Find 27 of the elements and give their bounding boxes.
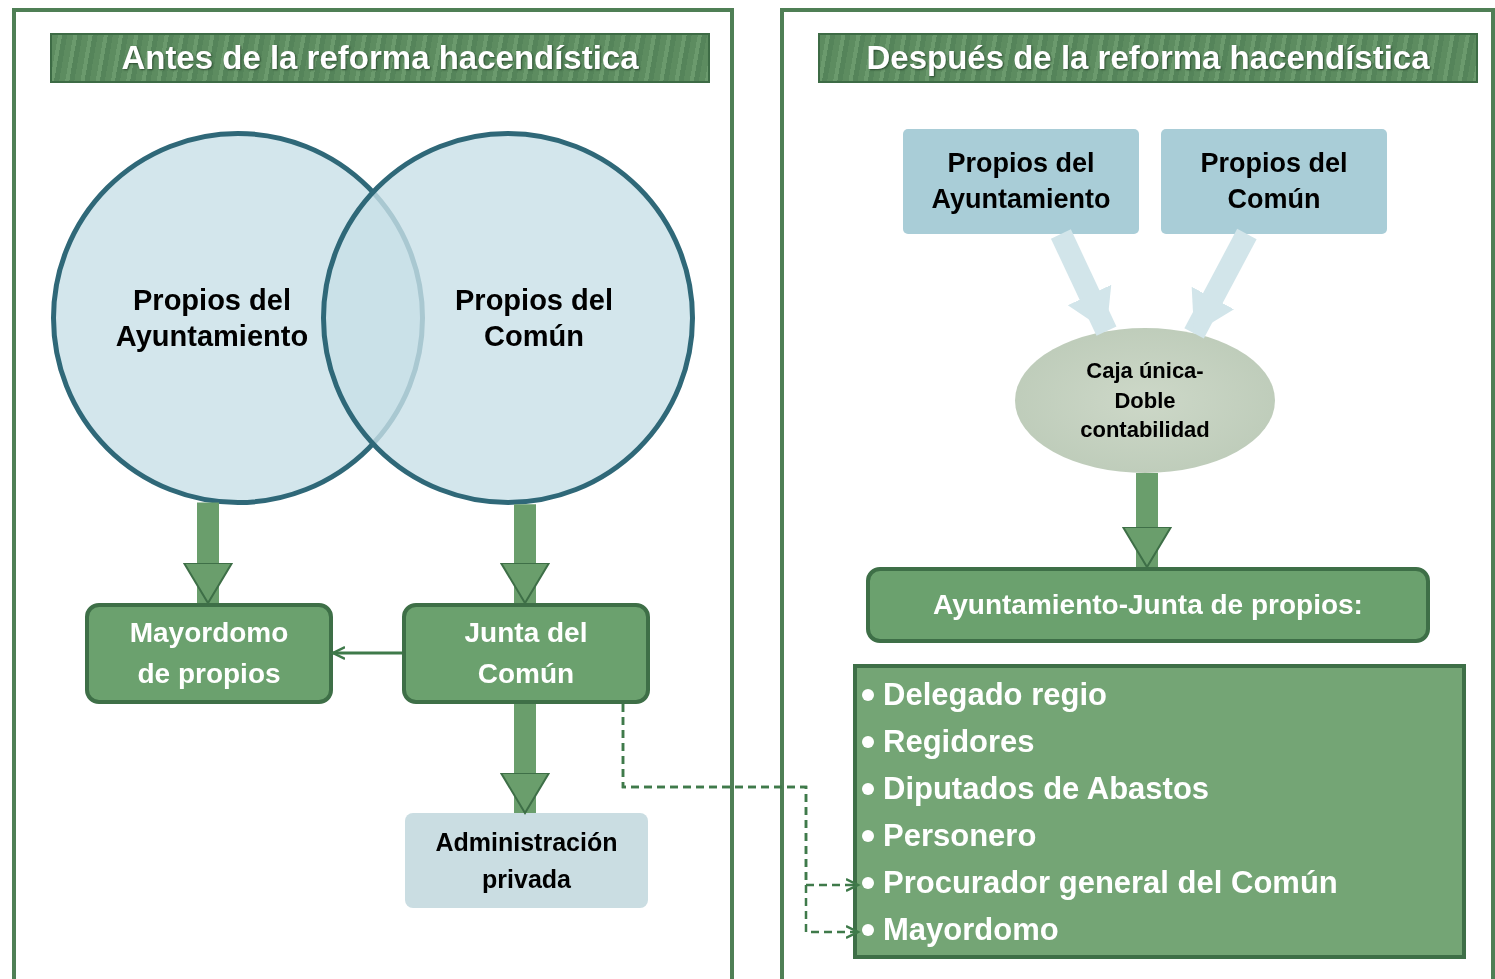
- block-arrow: [183, 502, 233, 604]
- process-box: Propios del Común: [1161, 129, 1387, 234]
- heading-band: Antes de la reforma hacendística: [50, 33, 710, 83]
- list-item-text: Procurador general del Común: [883, 865, 1338, 901]
- process-box: Mayordomo de propios: [85, 603, 333, 704]
- list-item-text: Mayordomo: [883, 912, 1059, 948]
- process-box: Junta del Común: [402, 603, 650, 704]
- process-box: Ayuntamiento-Junta de propios:: [866, 567, 1430, 643]
- block-arrow: [1184, 228, 1257, 339]
- panel: [780, 8, 1495, 979]
- dashed-arrow: [621, 704, 860, 940]
- block-arrow: [500, 704, 550, 814]
- venn-circle: Propios del Común: [321, 131, 695, 505]
- list-item-text: Regidores: [883, 724, 1035, 760]
- ellipse-node: Caja única- Doble contabilidad: [1015, 328, 1275, 473]
- panel: [12, 8, 734, 979]
- process-box: Administración privada: [405, 813, 648, 908]
- arrow: [331, 645, 402, 661]
- list-item-text: Delegado regio: [883, 677, 1107, 713]
- block-arrow: [500, 504, 550, 604]
- process-box: Propios del Ayuntamiento: [903, 129, 1139, 234]
- list-box: [853, 664, 1466, 959]
- block-arrow: [1122, 473, 1172, 568]
- list-item-text: Diputados de Abastos: [883, 771, 1210, 807]
- block-arrow: [1050, 229, 1117, 336]
- heading-band: Después de la reforma hacendística: [818, 33, 1478, 83]
- list-item-text: Personero: [883, 818, 1037, 854]
